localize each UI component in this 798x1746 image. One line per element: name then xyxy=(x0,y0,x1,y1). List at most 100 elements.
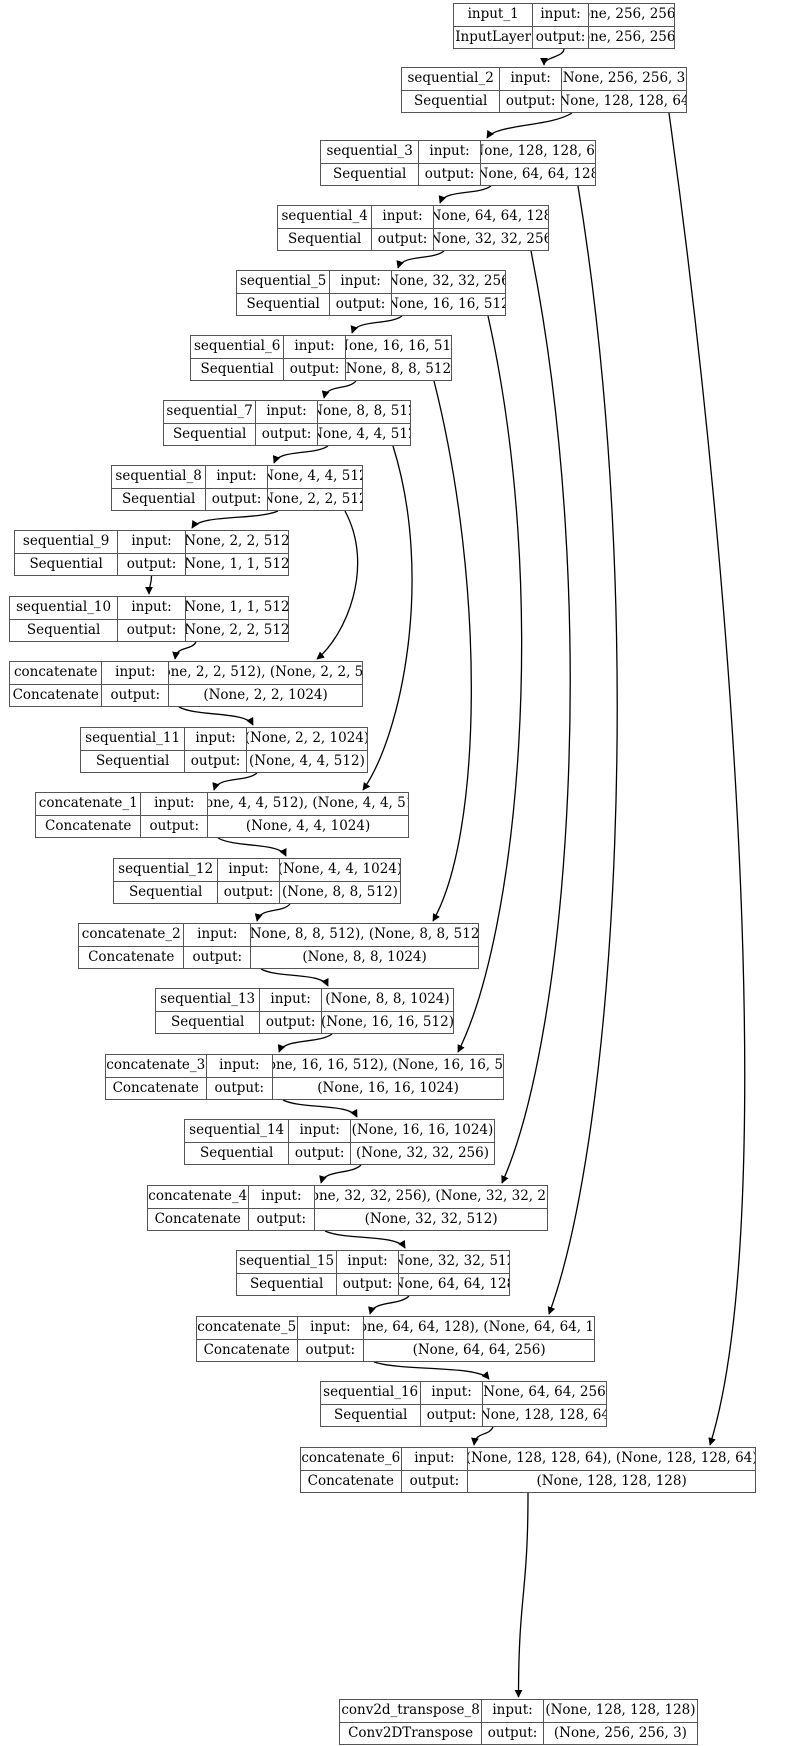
node-name: concatenate_3 xyxy=(106,1055,207,1077)
output-label: output: xyxy=(218,881,280,903)
edge-sequential_4-to-concatenate_4 xyxy=(501,250,571,1184)
input-label: input: xyxy=(185,728,247,750)
output-label: output: xyxy=(141,815,209,837)
node-name: concatenate_5 xyxy=(197,1317,298,1339)
node-name: sequential_3 xyxy=(321,141,420,163)
node-name: sequential_6 xyxy=(191,336,285,358)
output-shape: (None, 2, 2, 512) xyxy=(267,490,362,507)
output-shape: (None, 8, 8, 512) xyxy=(281,883,398,900)
node-class: Sequential xyxy=(321,163,420,185)
input-shape: (None, 8, 8, 1024) xyxy=(325,991,450,1007)
input-label: input: xyxy=(500,68,562,90)
node-class: Concatenate xyxy=(36,815,142,837)
edge-sequential_10-to-concatenate xyxy=(172,641,197,660)
input-label: input: xyxy=(284,336,346,358)
node-class: Sequential xyxy=(185,1142,290,1164)
input-shape: (None, 64, 64, 256) xyxy=(482,1384,606,1400)
output-label: output: xyxy=(289,1142,351,1164)
input-label: input: xyxy=(421,1382,483,1404)
input-label: input: xyxy=(118,531,186,553)
edge-concatenate_2-to-sequential_13 xyxy=(260,968,329,987)
input-shape: (None, 64, 64, 128) xyxy=(433,208,548,224)
input-label: input: xyxy=(249,1186,316,1208)
output-label: output: xyxy=(118,553,186,575)
edge-sequential_15-to-concatenate_5 xyxy=(368,1295,410,1315)
output-label: output: xyxy=(402,1470,469,1492)
edge-sequential_2-to-sequential_3 xyxy=(486,112,573,139)
output-label: output: xyxy=(256,423,318,445)
input-label: input: xyxy=(298,1317,365,1339)
input-label: input: xyxy=(218,859,280,881)
node-class: Sequential xyxy=(15,553,119,575)
input-label: input: xyxy=(118,597,186,619)
node-name: sequential_12 xyxy=(114,859,219,881)
input-shape: (None, 4, 4, 512) xyxy=(267,468,362,484)
edge-concatenate_4-to-sequential_15 xyxy=(324,1230,406,1249)
input-shape: (None, 16, 16, 1024) xyxy=(351,1122,494,1138)
node-name: concatenate_4 xyxy=(148,1186,249,1208)
input-label: input: xyxy=(372,206,434,228)
input-shape: [(None, 32, 32, 256), (None, 32, 32, 256… xyxy=(315,1188,547,1204)
node-name: sequential_13 xyxy=(156,989,261,1011)
output-shape: [(None, 256, 256, 3)] xyxy=(589,28,674,45)
node-name: concatenate_1 xyxy=(36,793,142,815)
edge-sequential_4-to-sequential_5 xyxy=(396,250,445,269)
node-name: sequential_11 xyxy=(81,728,186,750)
node-class: InputLayer xyxy=(454,26,534,48)
output-shape: (None, 2, 2, 512) xyxy=(185,621,288,638)
node-class: Sequential xyxy=(114,881,219,903)
output-label: output: xyxy=(330,293,392,315)
node-class: Sequential xyxy=(10,619,119,641)
edge-concatenate-to-sequential_11 xyxy=(178,706,254,726)
edge-sequential_8-to-concatenate xyxy=(316,510,359,660)
edge-sequential_14-to-concatenate_4 xyxy=(319,1164,362,1184)
input-label: input: xyxy=(206,466,268,488)
output-label: output: xyxy=(533,26,589,48)
edge-sequential_9-to-sequential_10 xyxy=(145,575,153,595)
node-class: Sequential xyxy=(112,488,207,510)
input-shape: (None, 4, 4, 1024) xyxy=(279,861,400,877)
input-shape: (None, 2, 2, 512) xyxy=(185,533,289,549)
edge-sequential_12-to-concatenate_2 xyxy=(254,903,291,922)
edge-sequential_3-to-sequential_4 xyxy=(438,185,492,204)
edge-sequential_7-to-sequential_8 xyxy=(272,445,329,464)
node-name: sequential_9 xyxy=(15,531,119,553)
edge-sequential_8-to-sequential_9 xyxy=(191,510,279,529)
node-name: sequential_5 xyxy=(237,271,331,293)
output-shape: (None, 2, 2, 1024) xyxy=(203,686,328,703)
edge-input_1-to-sequential_2 xyxy=(540,48,565,66)
input-shape: (None, 32, 32, 512) xyxy=(399,1253,509,1269)
node-name: sequential_7 xyxy=(164,401,257,423)
node-class: Sequential xyxy=(321,1404,422,1426)
edge-concatenate_3-to-sequential_14 xyxy=(282,1099,358,1118)
input-shape: [(None, 16, 16, 512), (None, 16, 16, 512… xyxy=(273,1057,503,1073)
output-label: output: xyxy=(482,1722,544,1744)
edge-sequential_11-to-concatenate_1 xyxy=(212,772,258,791)
output-shape: (None, 4, 4, 1024) xyxy=(245,817,371,834)
